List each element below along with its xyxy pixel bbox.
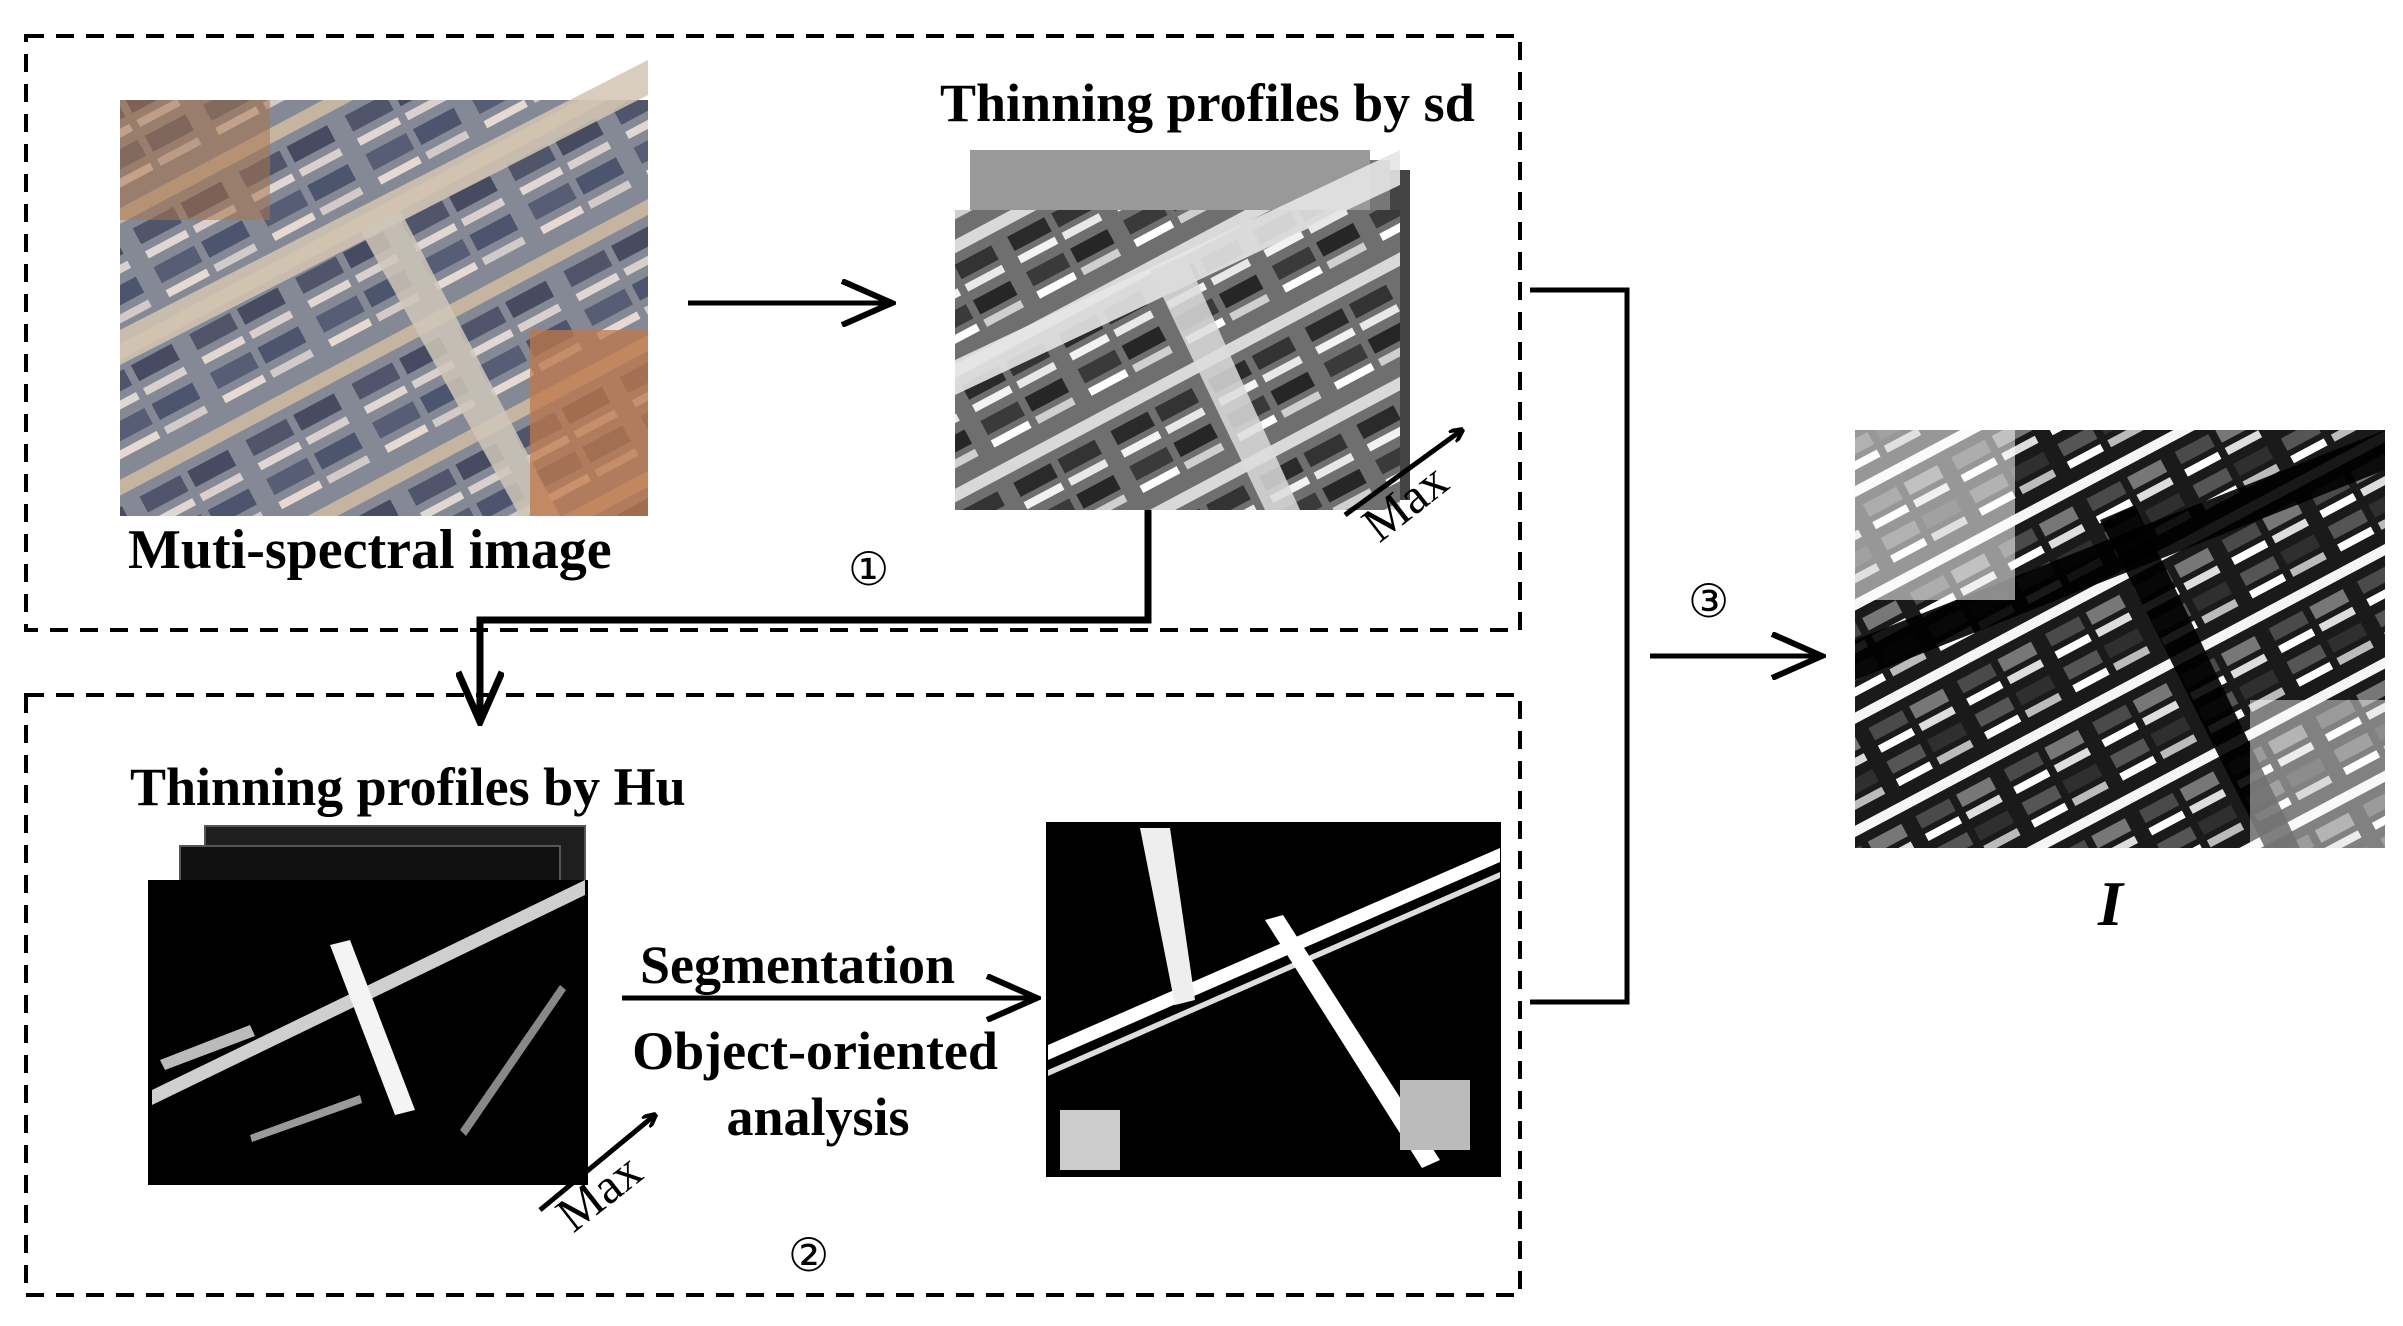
result-label: I bbox=[2098, 868, 2123, 939]
step-2-marker: ② bbox=[788, 1228, 830, 1282]
analysis-label: analysis bbox=[726, 1087, 910, 1147]
segmentation-label: Segmentation bbox=[640, 935, 955, 995]
process-box-1 bbox=[24, 34, 1522, 632]
max-arrow-top bbox=[1343, 430, 1462, 518]
step-1-marker: ① bbox=[848, 542, 890, 596]
hu-profiles-stack bbox=[148, 825, 588, 1185]
object-oriented-label: Object-oriented bbox=[632, 1021, 998, 1081]
bracket-combine bbox=[1530, 287, 1630, 1005]
sd-profiles-label: Thinning profiles by sd bbox=[940, 73, 1475, 133]
process-box-2 bbox=[24, 693, 1522, 1297]
max-arrow-bottom bbox=[538, 1115, 655, 1212]
segmented-image bbox=[1046, 822, 1501, 1177]
multispectral-image bbox=[120, 60, 648, 516]
sd-profiles-stack bbox=[955, 150, 1410, 510]
result-image bbox=[1855, 430, 2385, 848]
step-3-marker: ③ bbox=[1688, 574, 1730, 628]
connector-box1-to-box2 bbox=[480, 510, 1152, 720]
hu-profiles-label: Thinning profiles by Hu bbox=[130, 757, 686, 817]
multispectral-image-label: Muti-spectral image bbox=[128, 519, 612, 581]
